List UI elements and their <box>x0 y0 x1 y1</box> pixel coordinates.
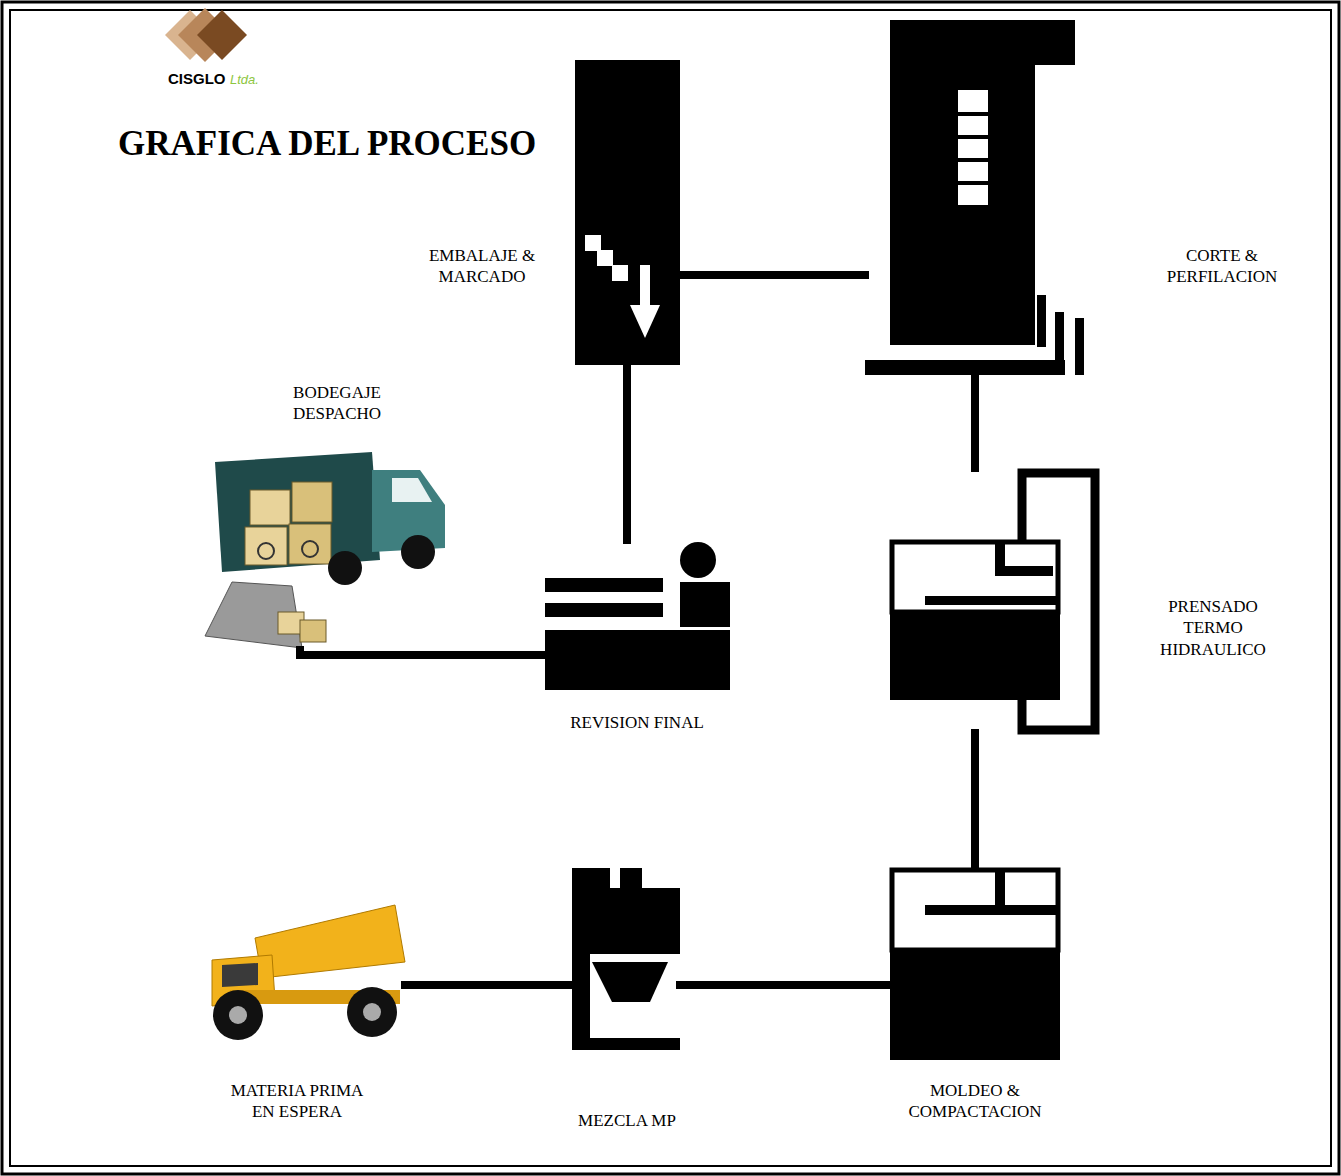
press-icon <box>890 473 1095 730</box>
station-label: BODEGAJE DESPACHO <box>262 382 412 425</box>
station-label: MATERIA PRIMA EN ESPERA <box>222 1080 372 1123</box>
diagram-title: GRAFICA DEL PROCESO <box>118 124 536 164</box>
process-station: PRENSADO TERMO HIDRAULICO <box>890 468 1100 733</box>
packing-icon <box>575 60 680 365</box>
process-station: MOLDEO & COMPACTACION <box>890 868 1060 1060</box>
station-label: EMBALAJE & MARCADO <box>412 245 552 288</box>
flow-line <box>680 271 865 279</box>
station-label: CORTE & PERFILACION <box>1158 245 1286 288</box>
station-label: MOLDEO & COMPACTACION <box>890 1080 1060 1123</box>
logo-text: CISGLO <box>168 70 226 87</box>
flow-line <box>405 981 572 989</box>
process-station: BODEGAJE DESPACHO <box>205 452 445 650</box>
process-station: REVISION FINAL <box>545 540 730 690</box>
flow-line <box>623 365 631 540</box>
cutting-machine-icon <box>865 20 1084 375</box>
mixer-icon <box>572 868 680 1050</box>
delivery-truck-icon <box>205 452 445 648</box>
station-label: MEZCLA MP <box>537 1110 717 1131</box>
flow-line <box>680 981 890 989</box>
station-label: PRENSADO TERMO HIDRAULICO <box>1143 596 1283 660</box>
process-station: MEZCLA MP <box>572 868 680 1050</box>
inspection-desk-icon <box>545 542 730 690</box>
flow-line <box>971 375 979 468</box>
dump-truck-icon <box>212 905 405 1040</box>
flow-line <box>971 733 979 868</box>
process-station: MATERIA PRIMA EN ESPERA <box>205 905 405 1040</box>
logo-text: Ltda. <box>230 72 259 87</box>
process-station: EMBALAJE & MARCADO <box>575 60 680 365</box>
molding-icon <box>890 870 1060 1060</box>
flow-line <box>300 650 545 655</box>
station-label: REVISION FINAL <box>537 712 737 733</box>
logo-tiles <box>165 8 247 62</box>
inner-frame <box>10 10 1331 1166</box>
process-station: CORTE & PERFILACION <box>865 20 1085 375</box>
